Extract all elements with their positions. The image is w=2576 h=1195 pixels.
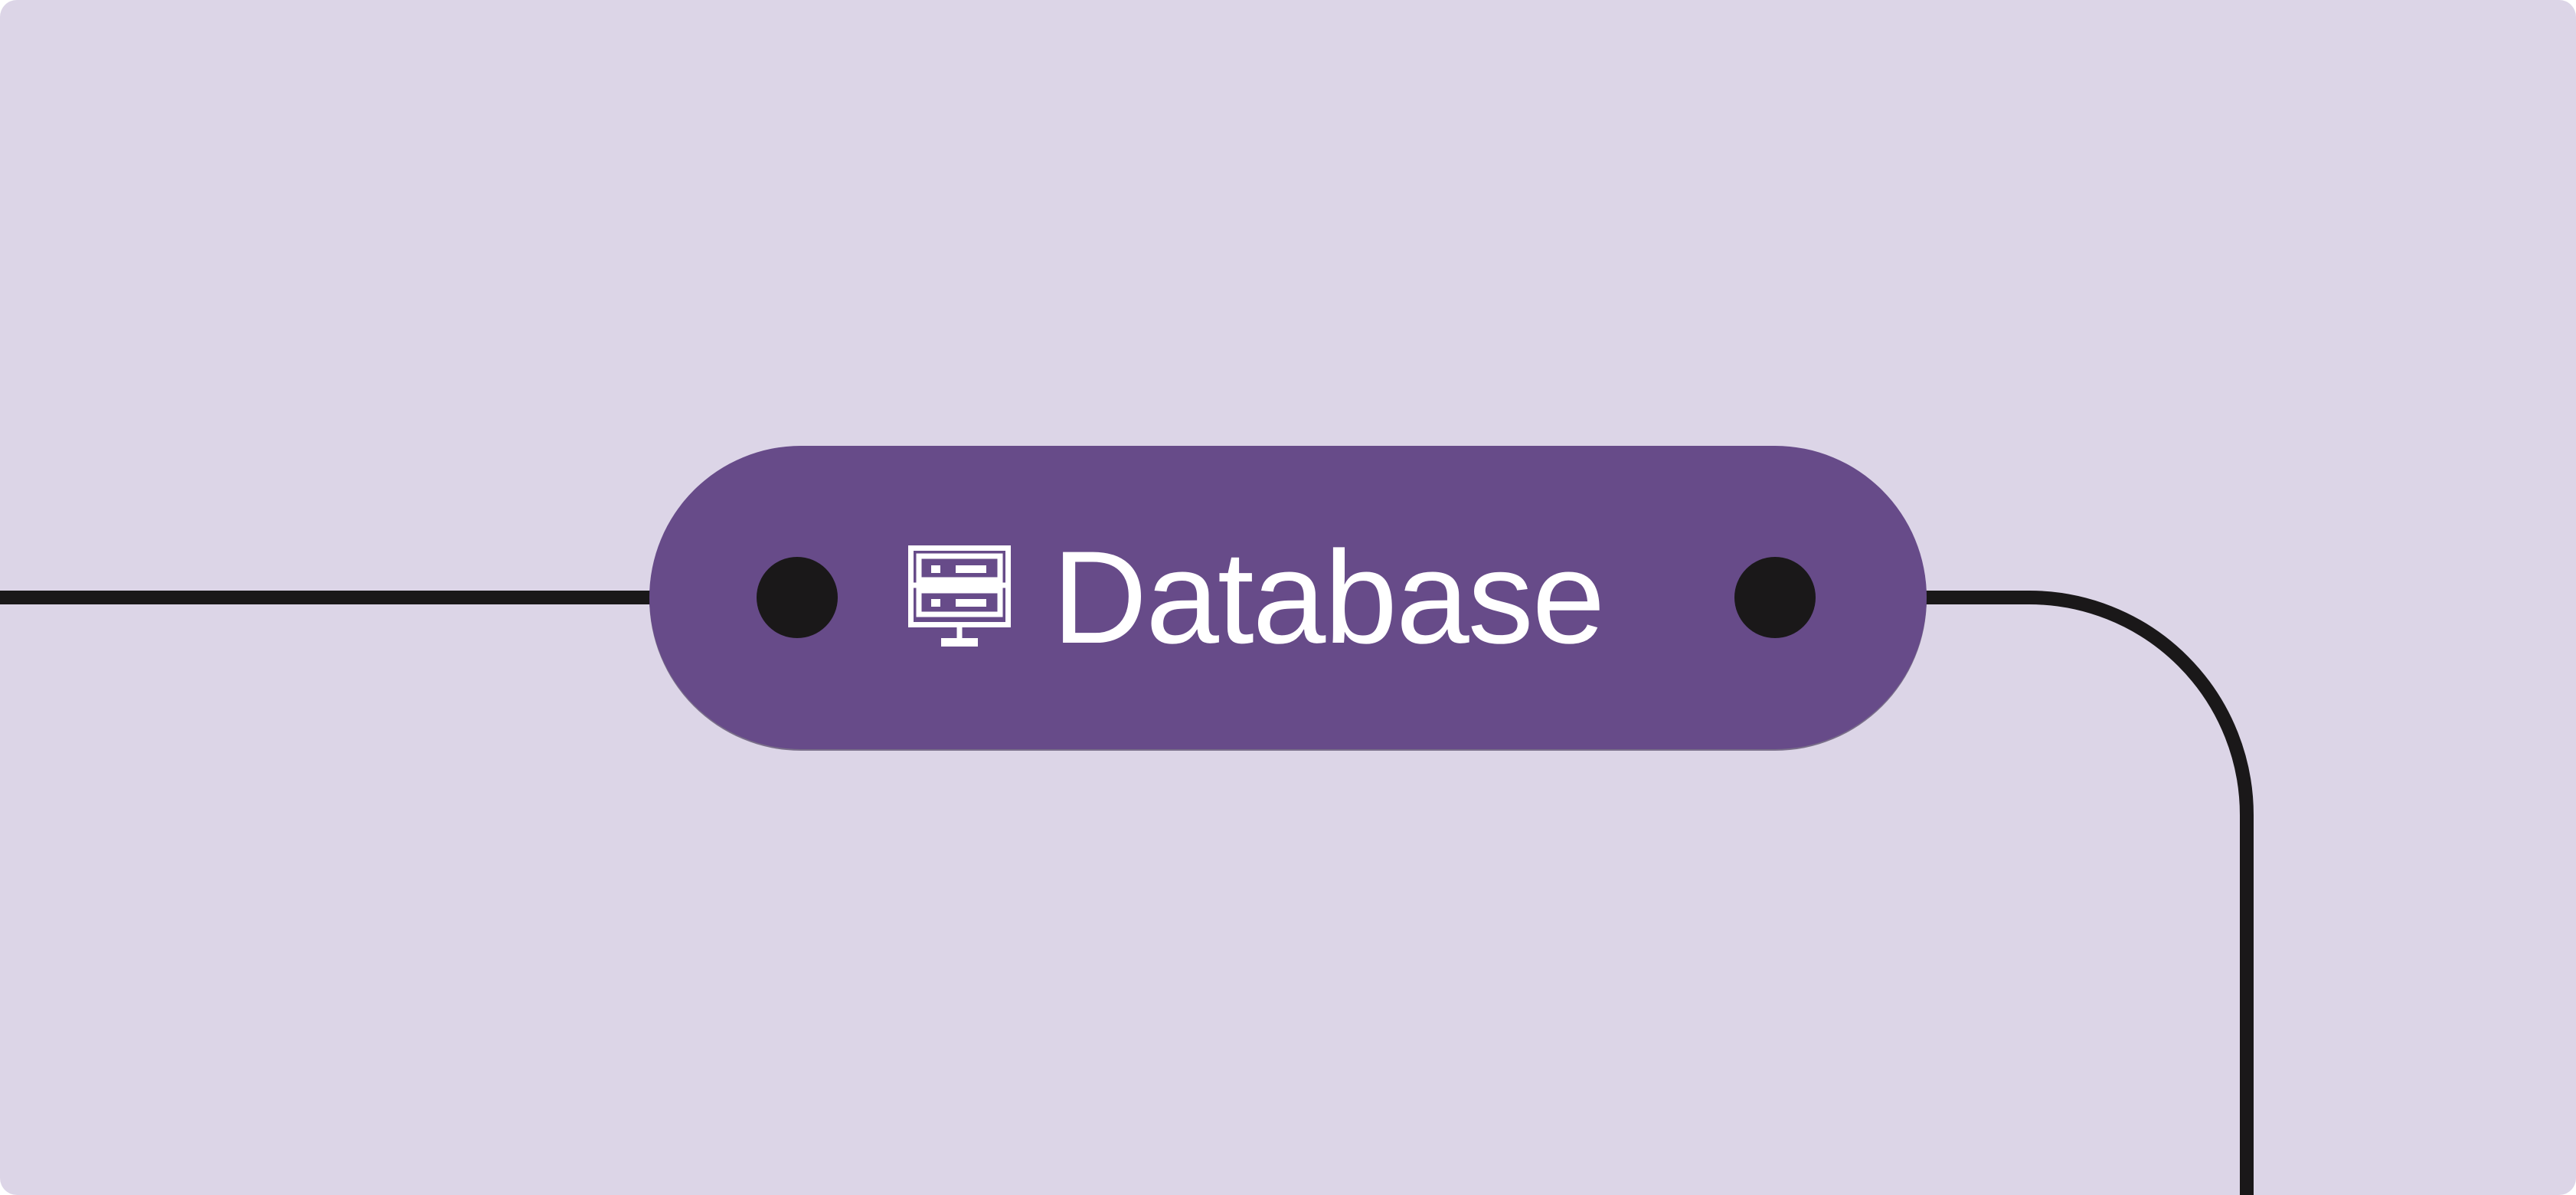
output-port[interactable] [1734, 557, 1816, 638]
output-edge [1777, 591, 2254, 1195]
node-content: Database [908, 532, 1605, 663]
node-label: Database [1052, 524, 1605, 671]
input-port[interactable] [757, 557, 838, 638]
database-server-icon [908, 545, 1011, 647]
database-node[interactable]: Database [649, 446, 1927, 749]
